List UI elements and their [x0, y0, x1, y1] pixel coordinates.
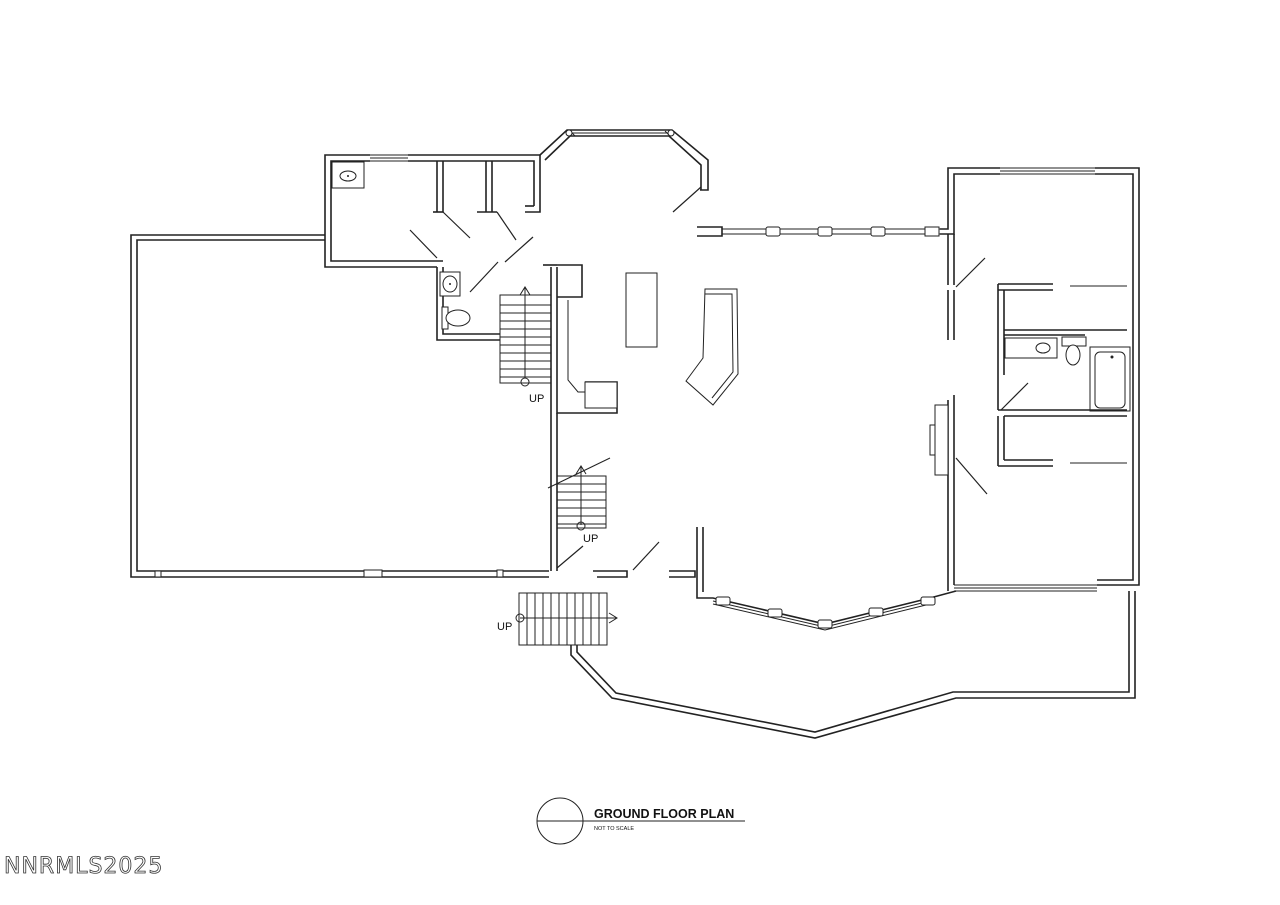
title-block: GROUND FLOOR PLAN NOT TO SCALE — [536, 797, 745, 845]
stair-up-label: UP — [497, 621, 512, 633]
living-lower-bay — [593, 527, 957, 631]
deck — [570, 591, 1136, 739]
plan-subtitle: NOT TO SCALE — [594, 826, 634, 832]
kitchen — [625, 272, 739, 406]
living-bay-window — [539, 129, 709, 213]
bedroom-wing — [929, 167, 1140, 592]
stair-up-label: UP — [583, 533, 598, 545]
plan-title: GROUND FLOOR PLAN — [594, 807, 734, 821]
stair-core — [543, 264, 618, 571]
stair-up-label: UP — [529, 393, 544, 405]
lower-stair — [547, 457, 611, 569]
utility-wing — [324, 154, 541, 341]
living-window-wall — [697, 226, 940, 237]
entry-stair — [515, 592, 618, 646]
main-stair — [499, 286, 552, 387]
watermark: NNRMLS2025 — [4, 854, 163, 879]
garage — [130, 234, 549, 578]
